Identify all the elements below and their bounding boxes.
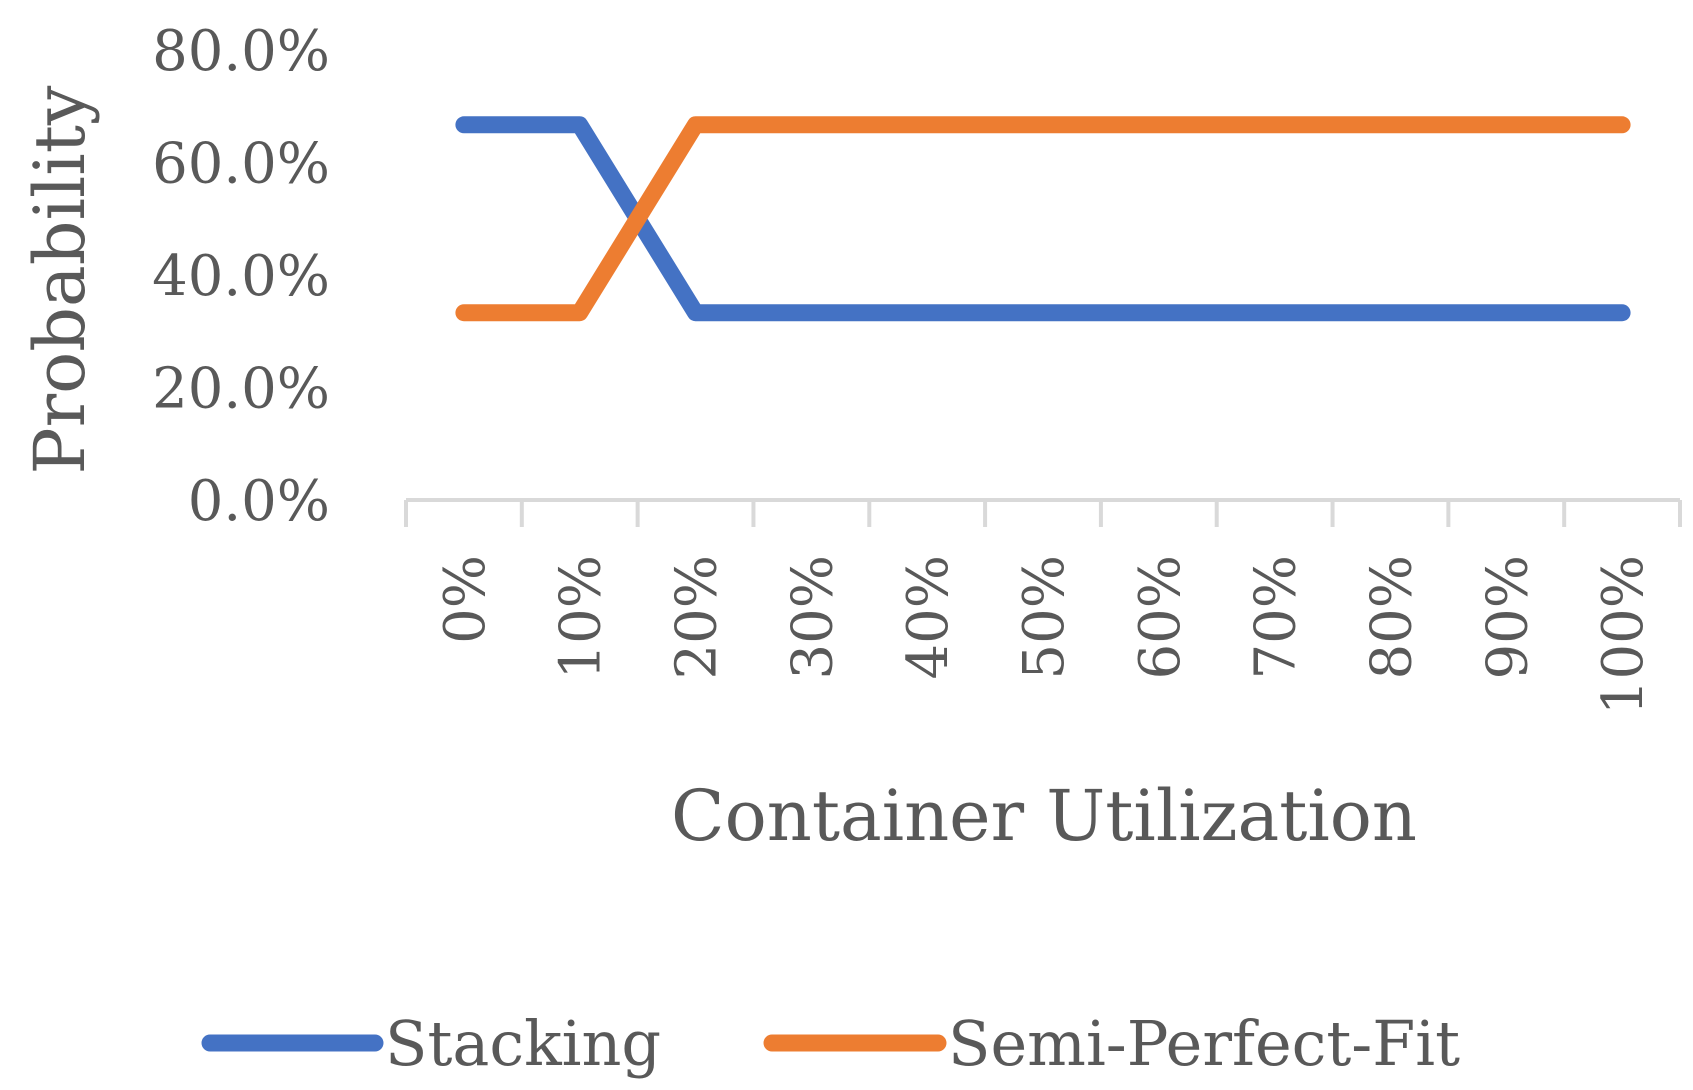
series-lines — [455, 116, 1631, 322]
y-tick-label: 60.0% — [152, 132, 330, 197]
x-tick-label: 70% — [1244, 555, 1309, 679]
legend-label-1: Semi-Perfect-Fit — [948, 1007, 1460, 1080]
x-tick-label: 0% — [433, 555, 498, 644]
y-tick-label: 20.0% — [152, 357, 330, 422]
x-tick-label: 90% — [1475, 555, 1540, 679]
y-axis-title: Probability — [19, 85, 101, 474]
x-tick-label: 10% — [549, 555, 614, 679]
x-tick-label: 100% — [1591, 555, 1656, 715]
series-line-0 — [455, 116, 1631, 322]
x-axis — [404, 498, 1682, 527]
x-tick-label: 80% — [1359, 555, 1424, 679]
legend: Stacking Semi-Perfect-Fit — [201, 1007, 1460, 1080]
x-tick-label: 30% — [780, 555, 845, 679]
x-tick-label: 40% — [896, 555, 961, 679]
legend-label-0: Stacking — [385, 1007, 661, 1080]
x-axis-title: Container Utilization — [671, 775, 1417, 857]
y-tick-label: 80.0% — [152, 19, 330, 84]
x-tick-label: 50% — [1012, 555, 1077, 679]
x-tick-label: 20% — [665, 555, 730, 679]
series-line-1 — [455, 116, 1631, 322]
x-tick-label: 60% — [1128, 555, 1193, 679]
y-tick-label: 0.0% — [188, 469, 330, 534]
x-axis-ticks: 0% 10% 20% 30% 40% 50% 60% 70% 80% 90% 100% — [433, 555, 1656, 715]
y-tick-label: 40.0% — [152, 244, 330, 309]
y-axis-ticks: 0.0% 20.0% 40.0% 60.0% 80.0% — [152, 19, 330, 534]
